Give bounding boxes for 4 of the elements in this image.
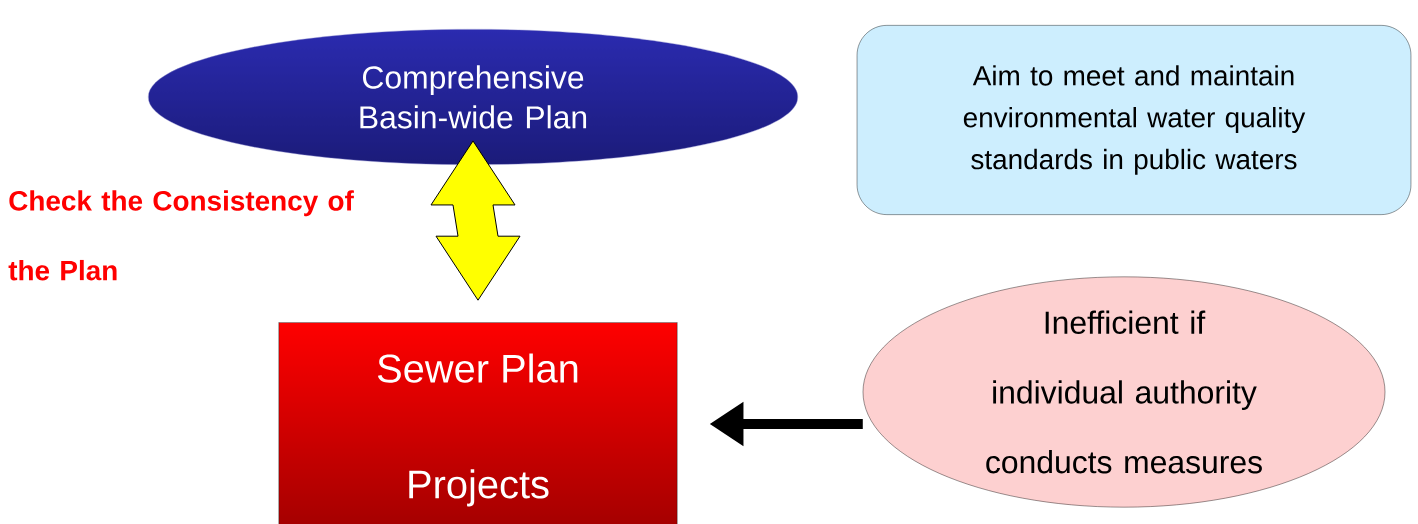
goal-box: Aim to meet and maintain environmental water quality standards in public waters bbox=[856, 25, 1412, 215]
double-arrow bbox=[430, 140, 521, 301]
plan-box: Sewer Plan Projects bbox=[278, 322, 678, 524]
note-text: Check the Consistency of the Plan bbox=[8, 190, 354, 281]
